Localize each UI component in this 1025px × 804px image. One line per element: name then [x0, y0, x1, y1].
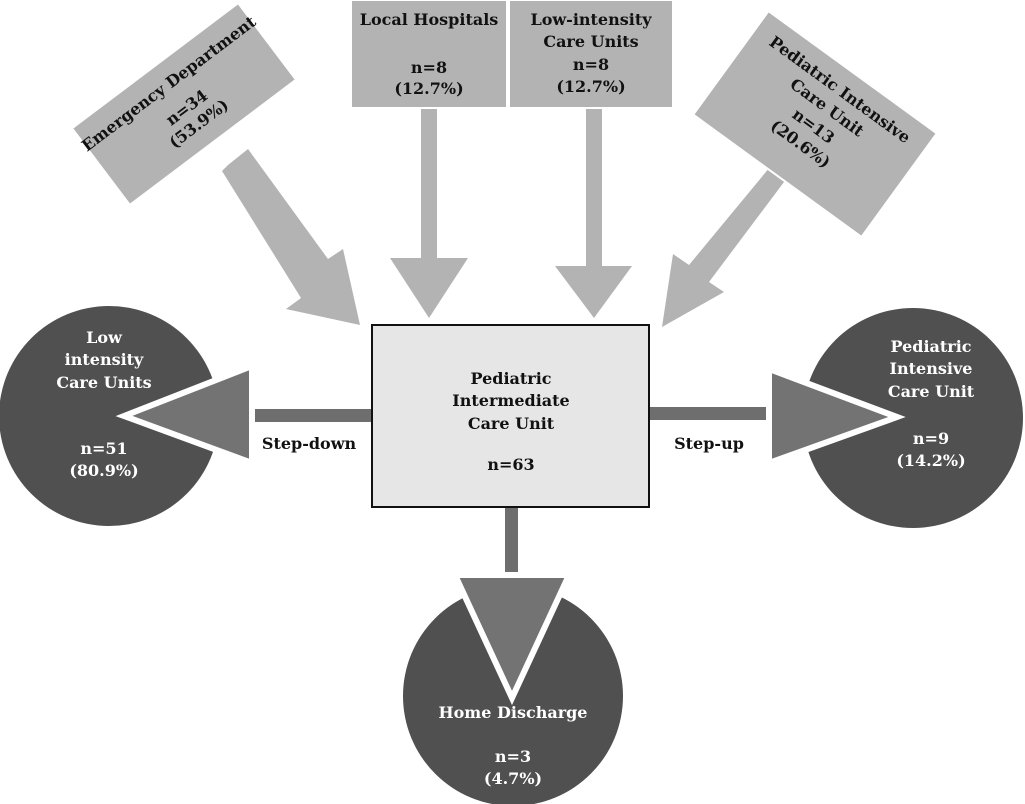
dest-picu-line-1: Pediatric	[890, 337, 971, 356]
incoming-arrows	[222, 108, 787, 327]
dest-low-line-2: intensity	[65, 350, 144, 369]
outgoing-arrowheads	[115, 361, 906, 706]
source-low-intensity-care-units: Low-intensity Care Units n=8 (12.7%)	[508, 0, 674, 109]
source-local-hospitals-line-1: Local Hospitals	[360, 10, 499, 29]
dest-low-line-3: Care Units	[56, 373, 151, 392]
dest-low-line-1: Low	[86, 328, 123, 347]
arrowhead-step-up	[766, 364, 906, 468]
source-low-intensity-line-2: Care Units	[543, 32, 638, 51]
dest-picu-line-5: (14.2%)	[896, 451, 965, 470]
dest-picu-line-4: n=9	[913, 429, 949, 448]
center-line-4: n=63	[487, 455, 534, 474]
dest-home-line-3: (4.7%)	[484, 769, 542, 788]
destination-picu-label: Pediatric Intensive Care Unit n=9 (14.2%…	[888, 337, 975, 470]
dest-picu-line-2: Intensive	[890, 359, 973, 378]
source-low-intensity-line-3: n=8	[573, 55, 609, 74]
dest-low-line-4: n=51	[80, 439, 127, 458]
arrow-from-picu	[662, 167, 787, 327]
arrowhead-home	[450, 572, 574, 706]
destination-low-intensity-label: Low intensity Care Units n=51 (80.9%)	[56, 328, 151, 480]
outgoing-stems	[248, 407, 772, 577]
dest-low-line-5: (80.9%)	[69, 461, 138, 480]
center-pediatric-intermediate-care-unit: Pediatric Intermediate Care Unit n=63	[371, 324, 650, 508]
destination-low-intensity-circle	[0, 306, 219, 526]
stem-home	[505, 505, 518, 577]
dest-picu-line-3: Care Unit	[888, 382, 975, 401]
source-local-hospitals-line-3: (12.7%)	[394, 79, 463, 98]
source-pediatric-intensive-care-unit: Pediatric Intensive Care Unit n=13 (20.6…	[691, 9, 939, 239]
destination-picu-circle	[803, 308, 1023, 528]
label-step-up: Step-up	[674, 434, 744, 453]
center-line-2: Intermediate	[452, 391, 569, 410]
label-step-down: Step-down	[262, 434, 357, 453]
source-local-hospitals-line-2: n=8	[411, 58, 447, 77]
arrow-from-emergency	[222, 149, 360, 325]
stem-step-down	[248, 409, 374, 422]
center-line-1: Pediatric	[470, 369, 551, 388]
stem-step-up	[648, 407, 772, 420]
dest-home-line-2: n=3	[495, 747, 531, 766]
source-local-hospitals: Local Hospitals n=8 (12.7%)	[350, 0, 508, 109]
center-line-3: Care Unit	[468, 414, 555, 433]
destination-home-label: Home Discharge n=3 (4.7%)	[439, 703, 588, 788]
source-low-intensity-line-1: Low-intensity	[530, 10, 652, 29]
source-low-intensity-line-4: (12.7%)	[556, 77, 625, 96]
arrowhead-step-down	[115, 361, 255, 468]
arrow-from-low-intensity	[555, 108, 632, 318]
arrow-from-local-hospitals	[390, 108, 468, 318]
dest-home-line-1: Home Discharge	[439, 703, 588, 722]
